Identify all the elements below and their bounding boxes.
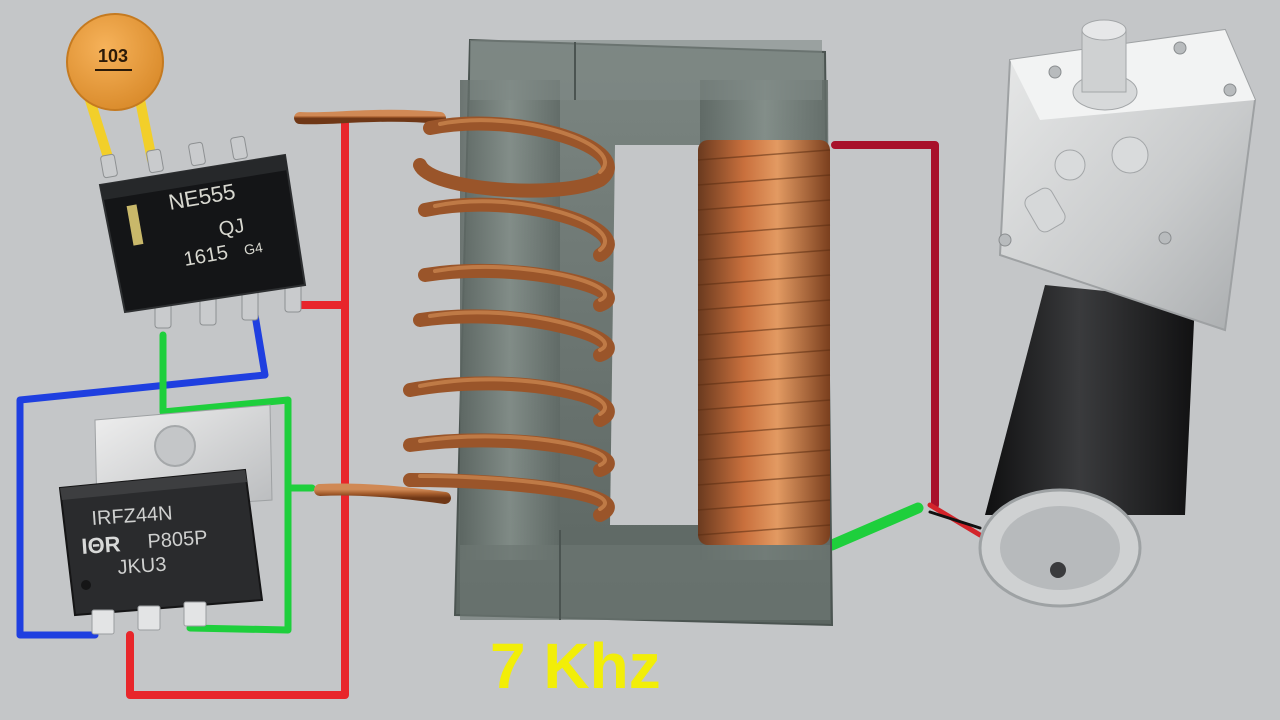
mosfet-icon: IRFZ44N IΘR P805P JKU3: [58, 404, 273, 635]
secondary-coil: [697, 140, 831, 545]
frequency-label: 7 Khz: [490, 630, 661, 702]
mosfet-code: P805P: [147, 527, 208, 553]
wire-green-secondary: [826, 502, 924, 551]
gear-motor-icon: [978, 19, 1257, 608]
ic-chip-icon: NE555 QJ 1615 G4: [98, 135, 307, 329]
ic-lot: G4: [243, 239, 264, 258]
wire-dark-red: [831, 141, 939, 509]
capacitor-code: 103: [98, 46, 128, 66]
wire-motor-leads: [927, 502, 983, 538]
ic-suffix: QJ: [217, 215, 246, 241]
primary-coil: [294, 109, 615, 522]
wire-red-supply: [126, 116, 349, 699]
ceramic-capacitor-icon: 103: [66, 13, 164, 175]
mosfet-lot: JKU3: [117, 554, 167, 579]
wire-green: [159, 331, 316, 634]
wire-blue: [16, 311, 269, 639]
mosfet-brand: IΘR: [81, 531, 122, 559]
